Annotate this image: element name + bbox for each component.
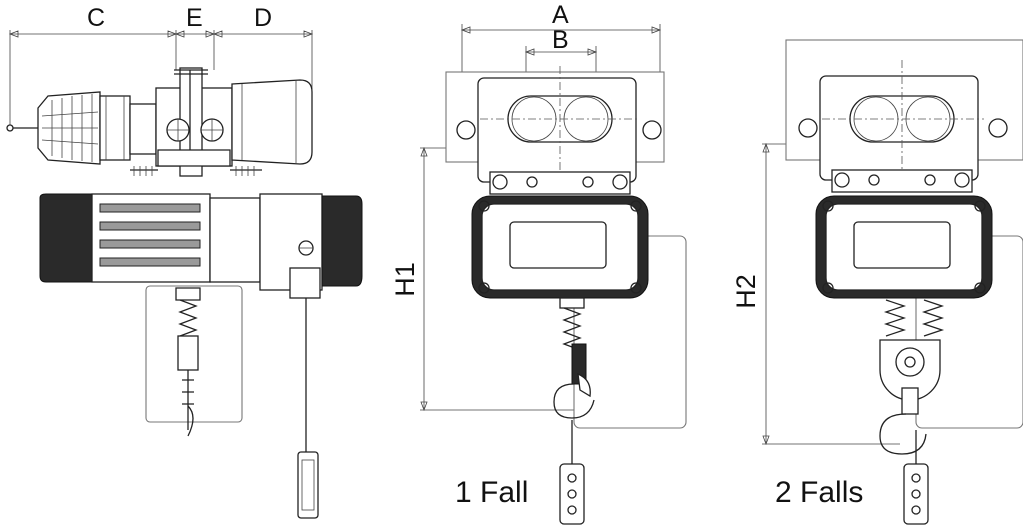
side-pendant [297,298,319,519]
front-view-double-fall [762,39,1023,525]
dimension-label-a: A [552,1,569,29]
dimension-label-b: B [552,26,569,54]
hoist-body [39,193,363,299]
hoist-housing-1 [471,195,687,429]
trolley-gearbox [231,79,313,165]
hook-1 [553,297,595,419]
hoist-housing-2 [815,195,1023,429]
side-hook-assembly [175,287,201,437]
h2-dimension-line [762,142,900,446]
hook-2 [879,299,945,455]
beam-and-trolley-2 [785,39,1023,193]
beam-and-trolley-1 [445,66,665,195]
side-dimension-lines [8,30,314,128]
caption-double-fall: 2 Falls [775,476,864,509]
dimension-label-c: C [87,4,106,32]
side-view [6,30,363,519]
pendant-1 [559,420,585,525]
pendant-2 [903,430,929,525]
dimension-label-e: E [186,4,203,32]
dimension-label-h1: H1 [389,262,420,297]
trolley-frame [130,67,262,177]
dimension-label-d: D [254,4,273,32]
dimension-label-h2: H2 [730,274,761,309]
caption-single-fall: 1 Fall [455,476,529,509]
trolley-motor [6,91,157,165]
front-view-single-fall [420,24,687,525]
